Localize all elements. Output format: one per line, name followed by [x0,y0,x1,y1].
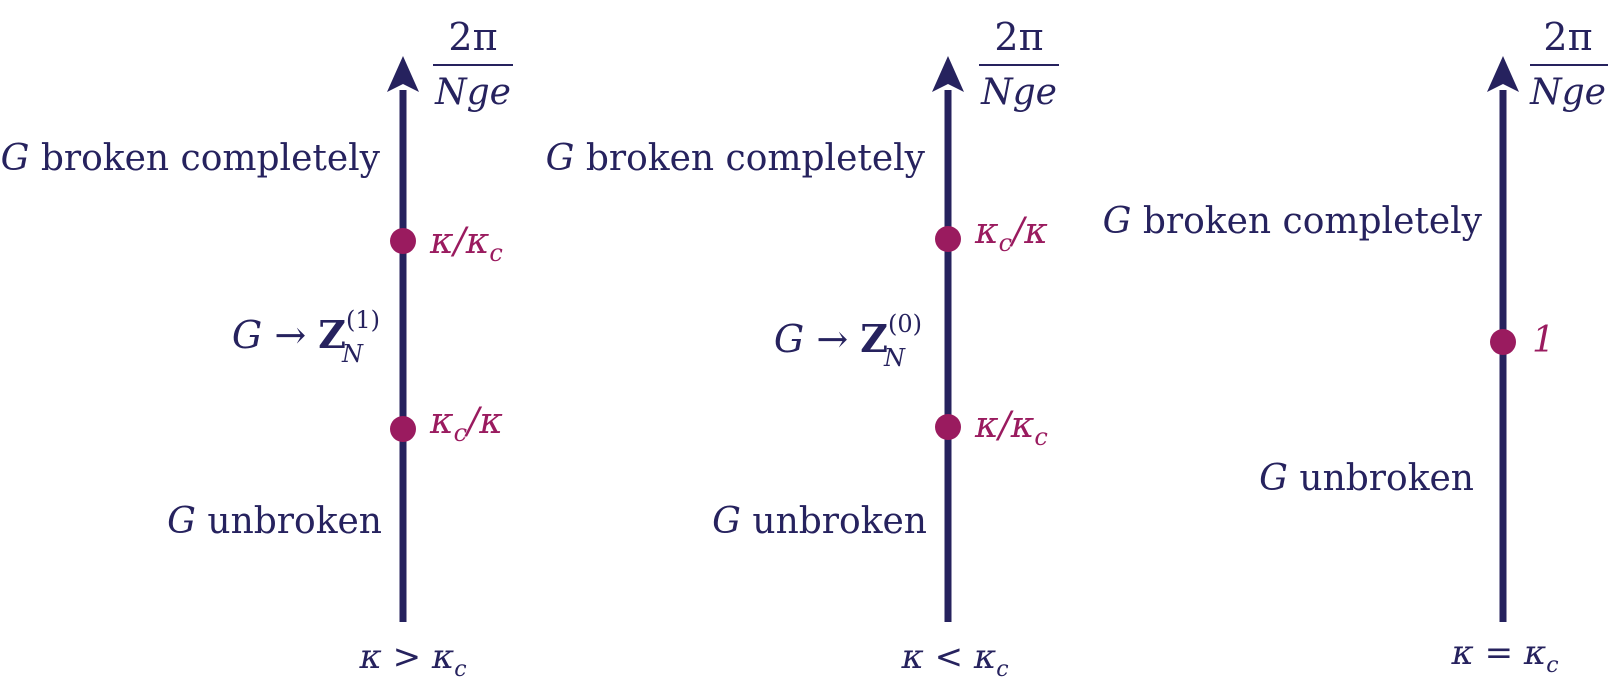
panel-condition: κ > κc [358,637,466,682]
point-label-upper: κc/κ [974,211,1048,257]
fraction-numerator: 2π [994,15,1043,59]
phase-label-unbroken: G unbroken [167,501,382,542]
phase-label-broken: G broken completely [546,138,926,179]
axis-arrowhead [1487,56,1519,92]
panel-condition: κ < κc [900,637,1008,682]
transition-point-upper [390,228,416,254]
transition-point-lower [390,416,416,442]
fraction-denominator: Nge [980,72,1057,113]
phase-label-partial: G → Z(1)N [232,306,380,368]
phase-label-broken: G broken completely [1,138,381,179]
panel-kappa-greater: 2π Nge G broken completely κ/κc G → Z(1)… [1,15,513,682]
axis-arrowhead [932,56,964,92]
fraction-denominator: Nge [434,72,511,113]
axis-max-fraction: 2π Nge [979,15,1059,113]
phase-label-unbroken: G unbroken [1259,458,1474,499]
phase-label-unbroken: G unbroken [712,501,927,542]
panel-kappa-less: 2π Nge G broken completely κc/κ G → Z(0)… [546,15,1059,682]
transition-point-lower [935,414,961,440]
axis-max-fraction: 2π Nge [433,15,513,113]
panel-condition: κ = κc [1450,633,1558,678]
fraction-numerator: 2π [1543,15,1592,59]
phase-label-broken: G broken completely [1103,201,1483,242]
phase-label-partial: G → Z(0)N [774,310,922,372]
axis-arrowhead [387,56,419,92]
panel-kappa-equal: 2π Nge G broken completely 1 G unbroken … [1103,15,1608,678]
transition-point [1490,329,1516,355]
fraction-denominator: Nge [1529,72,1606,113]
transition-point-upper [935,226,961,252]
fraction-numerator: 2π [448,15,497,59]
point-label-lower: κ/κc [974,405,1048,451]
point-label: 1 [1532,320,1555,361]
point-label-upper: κ/κc [429,221,503,267]
point-label-lower: κc/κ [429,401,503,447]
axis-max-fraction: 2π Nge [1529,15,1608,113]
